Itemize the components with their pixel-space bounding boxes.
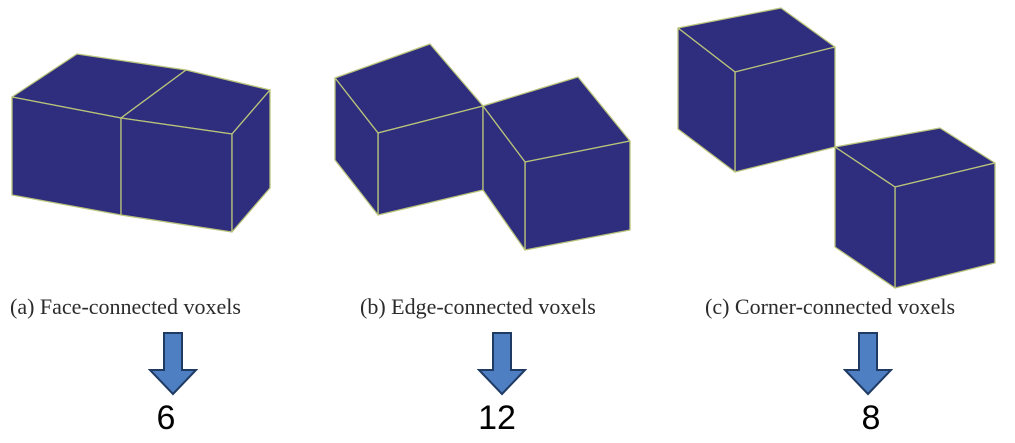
down-arrow-icon [477, 332, 527, 396]
cube-c2-left-face [834, 146, 896, 289]
cube-a-right-side-face [231, 89, 271, 233]
cube-b1-left-face [334, 77, 379, 216]
caption-face-connected: (a) Face-connected voxels [10, 294, 241, 319]
voxel-illustrations [11, 7, 996, 289]
cube-a-right-front-face [120, 117, 233, 233]
down-arrow-icon [148, 332, 198, 396]
cube-a-left-front-face [11, 96, 122, 216]
down-arrow-icon [843, 332, 893, 396]
neighbor-count-edge: 12 [478, 399, 516, 437]
cube-c1-left-face [677, 27, 736, 173]
cube-b2-left-face [482, 105, 526, 251]
caption-edge-connected: (b) Edge-connected voxels [360, 294, 596, 319]
caption-corner-connected: (c) Corner-connected voxels [705, 294, 956, 319]
neighbor-count-corner: 8 [861, 399, 881, 437]
neighbor-count-face: 6 [156, 399, 176, 437]
